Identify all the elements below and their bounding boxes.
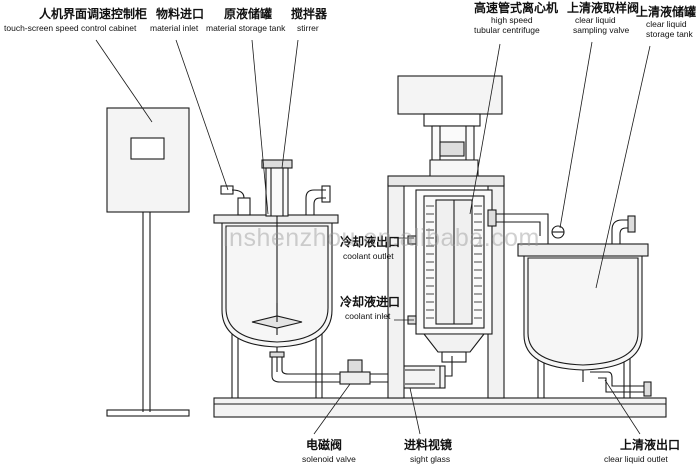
coolant-outlet-label-en: coolant outlet (343, 251, 394, 261)
coolant-inlet-label-en: coolant inlet (345, 311, 391, 321)
sight-glass-label-cn: 进料视镜 (404, 438, 453, 452)
clear-tank-label-en-1: clear liquid (646, 19, 687, 29)
leader-lines (95, 39, 651, 435)
sampling-label-en-2: sampling valve (573, 25, 630, 35)
stirrer-label-cn: 搅拌器 (291, 7, 328, 21)
control-cabinet (106, 107, 190, 417)
solenoid-label-en: solenoid valve (302, 454, 356, 464)
stirrer-label-en: stirrer (297, 23, 319, 33)
coolant-inlet-label-cn: 冷却液进口 (340, 295, 401, 309)
clear-tank-label-cn: 上清液储罐 (636, 5, 697, 19)
tubular-centrifuge (387, 75, 549, 399)
centrifuge-label-en-2: tubular centrifuge (474, 25, 540, 35)
inlet-label-en: material inlet (150, 23, 199, 33)
storage-label-cn: 原液储罐 (224, 7, 273, 21)
feed-line (271, 356, 453, 389)
clear-outlet-label-cn: 上清液出口 (620, 438, 681, 452)
solenoid-label-cn: 电磁阀 (306, 438, 343, 452)
sampling-label-cn: 上清液取样阀 (567, 1, 640, 15)
centrifuge-label-cn: 高速管式离心机 (474, 1, 559, 15)
clear-outlet-label-en: clear liquid outlet (604, 454, 668, 464)
storage-label-en: material storage tank (206, 23, 286, 33)
inlet-label-cn: 物料进口 (156, 7, 205, 21)
centrifuge-label-en-1: high speed (491, 15, 533, 25)
cabinet-label-en: touch-screen speed control cabinet (4, 23, 137, 33)
watermark: lnshenzhou.en.alibaba.com (223, 224, 540, 252)
clear-liquid-tank (517, 215, 652, 398)
clear-tank-label-en-2: storage tank (646, 29, 693, 39)
coolant-outlet-label-cn: 冷却液出口 (340, 235, 401, 249)
material-storage-tank (213, 159, 339, 398)
cabinet-label-cn: 人机界面调速控制柜 (39, 7, 148, 21)
base-frame (213, 397, 667, 418)
sight-glass-label-en: sight glass (410, 454, 451, 464)
sampling-label-en-1: clear liquid (575, 15, 616, 25)
